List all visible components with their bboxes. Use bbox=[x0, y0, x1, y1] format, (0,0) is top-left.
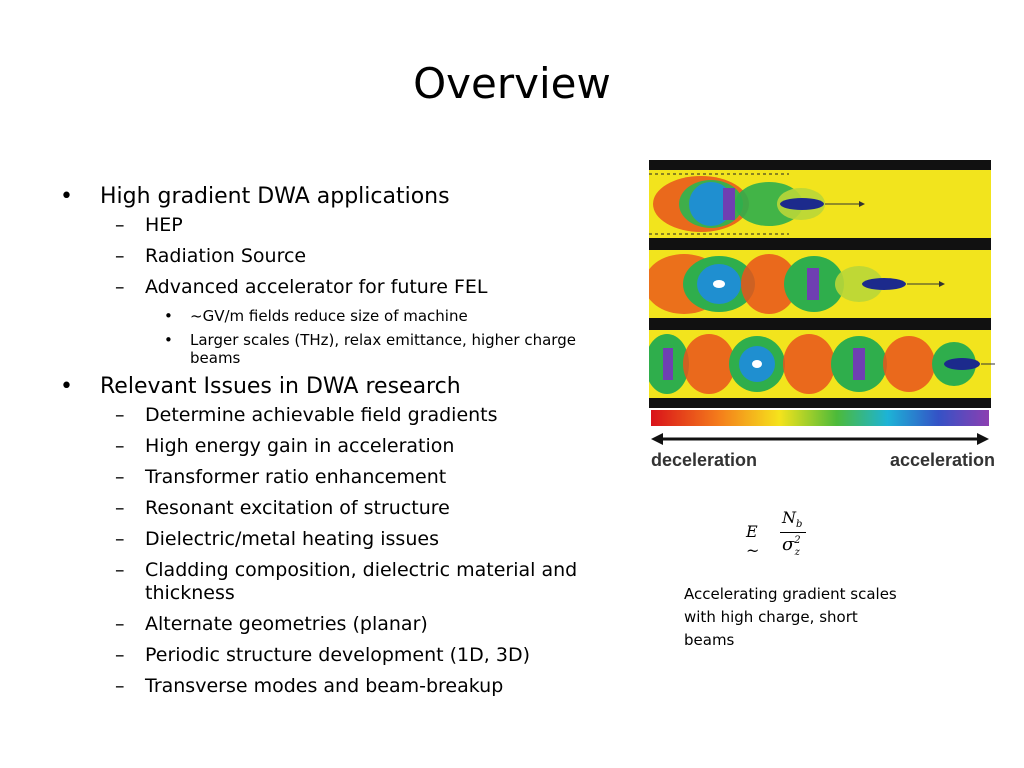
sub-bullet-item: –High energy gain in acceleration bbox=[60, 435, 580, 458]
dash-marker: – bbox=[115, 245, 125, 267]
formula-numerator: Nb bbox=[782, 508, 803, 531]
sub-bullet-text: Advanced accelerator for future FEL bbox=[145, 276, 488, 298]
formula-denominator: σ2z bbox=[782, 534, 801, 558]
dash-marker: – bbox=[115, 675, 125, 697]
sub-bullet-text: High energy gain in acceleration bbox=[145, 435, 455, 457]
sub-bullet-item: –Resonant excitation of structure bbox=[60, 497, 580, 520]
bullet-item: • High gradient DWA applications bbox=[60, 183, 580, 210]
formula-lhs: E ~ bbox=[746, 522, 760, 560]
sub-bullet-text: Cladding composition, dielectric materia… bbox=[145, 559, 578, 604]
sub-bullet-item: –Transverse modes and beam-breakup bbox=[60, 675, 580, 698]
slide-title: Overview bbox=[413, 59, 611, 108]
dash-marker: – bbox=[115, 276, 125, 298]
dash-marker: – bbox=[115, 613, 125, 635]
bullet-marker: • bbox=[164, 307, 173, 325]
sub-bullet-text: Transverse modes and beam-breakup bbox=[145, 675, 504, 697]
bullet-text: High gradient DWA applications bbox=[100, 184, 450, 209]
bullet-marker: • bbox=[60, 374, 73, 399]
dash-marker: – bbox=[115, 644, 125, 666]
sub-bullet-item: –Cladding composition, dielectric materi… bbox=[60, 559, 580, 605]
sub-bullet-item: –Dielectric/metal heating issues bbox=[60, 528, 580, 551]
scale-label-right: acceleration bbox=[890, 450, 995, 470]
dash-marker: – bbox=[115, 528, 125, 550]
sub-bullet-item: –Advanced accelerator for future FEL bbox=[60, 276, 580, 299]
bullet-text: Relevant Issues in DWA research bbox=[100, 374, 461, 399]
wakefield-panel-3 bbox=[645, 330, 995, 408]
sub-bullet-text: Periodic structure development (1D, 3D) bbox=[145, 644, 530, 666]
sub-bullet-item: –HEP bbox=[60, 214, 580, 237]
scale-label-left: deceleration bbox=[651, 450, 757, 470]
sub-bullet-text: Radiation Source bbox=[145, 245, 307, 267]
fraction-bar bbox=[780, 532, 806, 533]
bullet-list: •High gradient DWA applications –HEP –Ra… bbox=[60, 180, 580, 706]
sub-bullet-text: Alternate geometries (planar) bbox=[145, 613, 428, 635]
sub-bullet-text: Transformer ratio enhancement bbox=[145, 466, 447, 488]
wakefield-figure: deceleration acceleration bbox=[644, 160, 997, 476]
sub-bullet-text: Determine achievable field gradients bbox=[145, 404, 498, 426]
sub-sub-bullet-item: • Larger scales (THz), relax emittance, h… bbox=[60, 331, 580, 367]
figure-caption: Accelerating gradient scales with high c… bbox=[684, 585, 897, 649]
bullet-marker: • bbox=[60, 184, 73, 209]
dash-marker: – bbox=[115, 559, 125, 581]
sub-bullet-item: –Transformer ratio enhancement bbox=[60, 466, 580, 489]
dash-marker: – bbox=[115, 435, 125, 457]
sub-sub-bullet-text: Larger scales (THz), relax emittance, hi… bbox=[190, 331, 576, 367]
sub-sub-bullet-item: • ~GV/m fields reduce size of machine bbox=[60, 307, 580, 325]
sub-bullet-item: –Alternate geometries (planar) bbox=[60, 613, 580, 636]
bullet-marker: • bbox=[164, 331, 173, 349]
dash-marker: – bbox=[115, 214, 125, 236]
color-scale-bar bbox=[651, 410, 989, 426]
sub-bullet-text: Dielectric/metal heating issues bbox=[145, 528, 439, 550]
dash-marker: – bbox=[115, 497, 125, 519]
wakefield-panel-1 bbox=[649, 160, 991, 250]
dash-marker: – bbox=[115, 466, 125, 488]
sub-bullet-item: –Determine achievable field gradients bbox=[60, 404, 580, 427]
sub-bullet-text: HEP bbox=[145, 214, 183, 236]
wakefield-plot: deceleration acceleration bbox=[644, 160, 995, 470]
dash-marker: – bbox=[115, 404, 125, 426]
sub-bullet-item: –Periodic structure development (1D, 3D) bbox=[60, 644, 580, 667]
wakefield-panel-2 bbox=[644, 250, 991, 330]
bullet-item: • Relevant Issues in DWA research bbox=[60, 373, 580, 400]
sub-bullet-item: –Radiation Source bbox=[60, 245, 580, 268]
sub-bullet-text: Resonant excitation of structure bbox=[145, 497, 450, 519]
sub-sub-bullet-text: ~GV/m fields reduce size of machine bbox=[190, 307, 468, 325]
